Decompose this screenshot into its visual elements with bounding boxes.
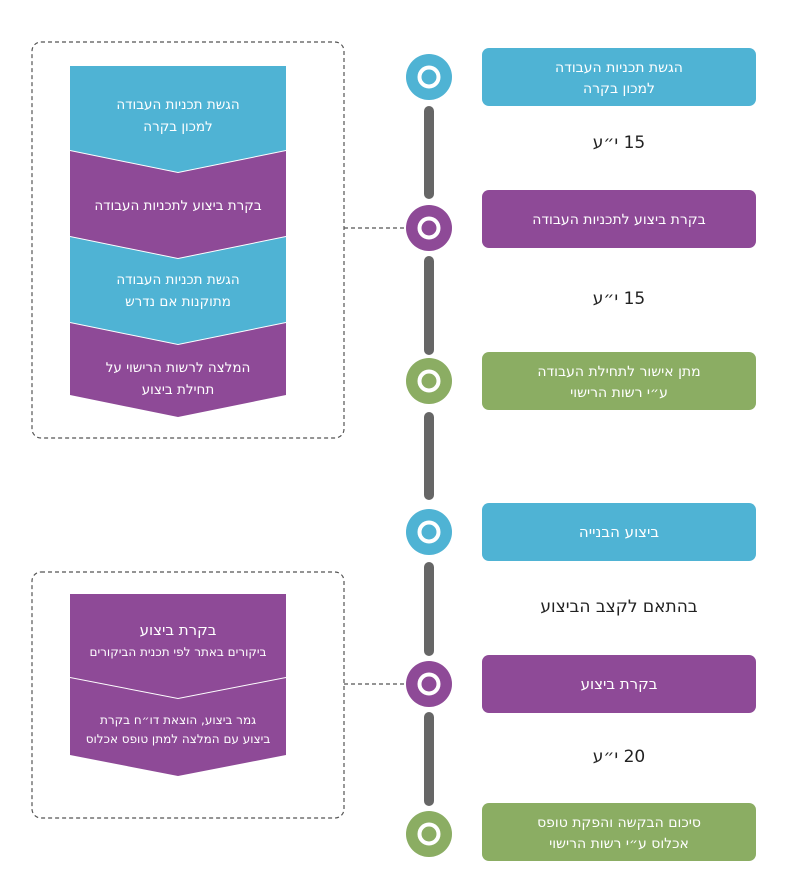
detail-2-chevron-1: בקרת ביצוע ביקורים באתר לפי תכנית הביקור… — [70, 594, 286, 698]
detail-1-chevron-2-line-1: בקרת ביצוע לתכניות העבודה — [94, 198, 262, 214]
step-summary-line-2: אכלוס ע״י רשות הרישוי — [549, 836, 689, 852]
timeline-node-approval — [406, 358, 452, 404]
detail-2-chevron-2-line-1: גמר ביצוע, הוצאת דו״ח בקרת — [100, 713, 256, 727]
detail-1-chevron-4-line-2: תחילת ביצוע — [142, 382, 215, 398]
timeline-node-inspection — [406, 661, 452, 707]
connector-segment — [424, 256, 434, 355]
connector-segment — [424, 106, 434, 199]
step-box-submit: הגשת תכניות העבודה למכון בקרה — [482, 48, 756, 106]
gap-label-4: בהתאם לקצב הביצוע — [540, 597, 697, 617]
timeline-node-submit — [406, 54, 452, 100]
step-box-approval: מתן אישור לתחילת העבודה ע״י רשות הרישוי — [482, 352, 756, 410]
step-box-construction: ביצוע הבנייה — [482, 503, 756, 561]
step-submit-line-2: למכון בקרה — [583, 81, 655, 97]
step-review-line-1: בקרת ביצוע לתכניות העבודה — [532, 212, 706, 228]
step-approval-line-1: מתן אישור לתחילת העבודה — [537, 364, 700, 380]
detail-1-chevron-1-line-1: הגשת תכניות העבודה — [116, 97, 239, 113]
detail-1-chevron-1-line-2: למכון בקרה — [143, 119, 212, 135]
timeline-node-construction — [406, 509, 452, 555]
connector-segment — [424, 562, 434, 656]
detail-1-chevron-3-line-1: הגשת תכניות העבודה — [116, 272, 239, 288]
timeline-node-review — [406, 205, 452, 251]
detail-group-2-frame — [31, 571, 345, 819]
step-inspection-line-1: בקרת ביצוע — [581, 675, 658, 693]
detail-2-chevron-1-title: בקרת ביצוע — [140, 621, 217, 639]
connector-segment — [424, 712, 434, 806]
timeline-node-summary — [406, 811, 452, 857]
step-summary-line-1: סיכום הבקשה והפקת טופס — [537, 815, 701, 831]
timeline-connectors — [424, 106, 434, 806]
detail-group-1-frame — [31, 41, 345, 439]
step-box-summary: סיכום הבקשה והפקת טופס אכלוס ע״י רשות הר… — [482, 803, 756, 861]
detail-1-chevron-4-line-1: המלצה לרשות הרישוי על — [106, 360, 251, 376]
step-approval-line-2: ע״י רשות הרישוי — [570, 385, 668, 401]
detail-2-chevron-1-subtitle: ביקורים באתר לפי תכנית הביקורים — [90, 645, 267, 659]
step-submit-line-1: הגשת תכניות העבודה — [555, 60, 683, 76]
gap-label-1: 15 י״ע — [593, 133, 645, 153]
detail-2-chevron-2: גמר ביצוע, הוצאת דו״ח בקרת ביצוע עם המלצ… — [70, 678, 286, 776]
detail-1-chevron-2: בקרת ביצוע לתכניות העבודה — [70, 151, 286, 258]
step-box-review: בקרת ביצוע לתכניות העבודה — [482, 190, 756, 248]
step-construction-line-1: ביצוע הבנייה — [579, 523, 659, 541]
gap-label-2: 15 י״ע — [593, 289, 645, 309]
detail-1-chevron-1: הגשת תכניות העבודה למכון בקרה — [70, 66, 286, 172]
detail-1-chevron-3: הגשת תכניות העבודה מתוקנות אם נדרש — [70, 237, 286, 344]
step-box-inspection: בקרת ביצוע — [482, 655, 756, 713]
gap-label-5: 20 י״ע — [593, 747, 645, 767]
detail-1-chevron-3-line-2: מתוקנות אם נדרש — [125, 294, 231, 310]
detail-1-chevron-4: המלצה לרשות הרישוי על תחילת ביצוע — [70, 323, 286, 417]
connector-segment — [424, 412, 434, 500]
detail-2-chevron-2-line-2: ביצוע עם המלצה למתן טופס אכלוס — [86, 732, 271, 746]
